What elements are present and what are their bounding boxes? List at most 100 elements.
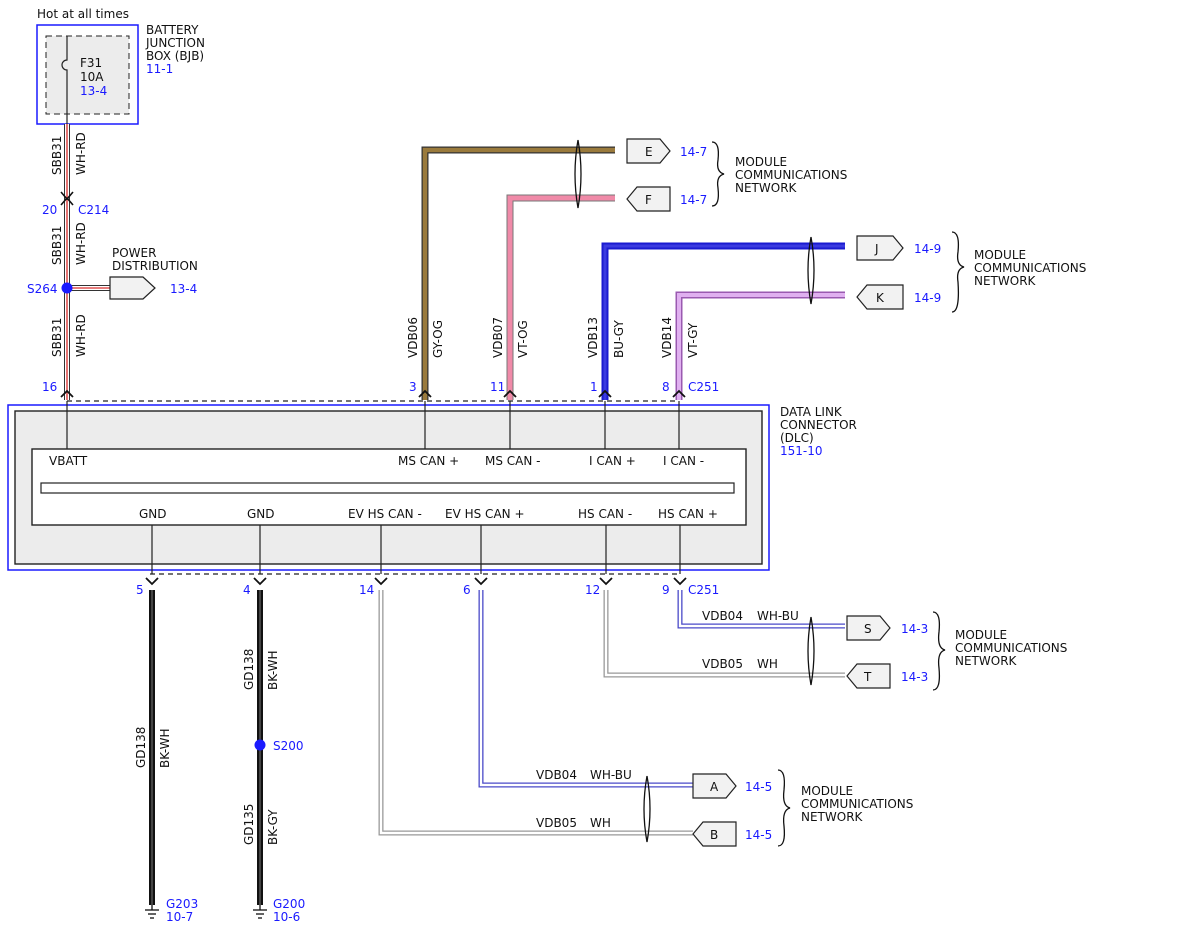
g200-label: G200 xyxy=(273,897,305,911)
dlc-title-line-2: CONNECTOR xyxy=(780,418,857,432)
target-b-id: B xyxy=(710,828,718,842)
target-a-ref: 14-5 xyxy=(745,780,772,794)
g200-ref: 10-6 xyxy=(273,910,300,924)
c214-pin: 20 xyxy=(42,203,57,217)
wire-vdb07-vt-og xyxy=(506,194,615,400)
dlc-outline xyxy=(7,404,770,571)
data-link-connector xyxy=(7,400,770,575)
mcn-jk-line-2: COMMUNICATIONS xyxy=(974,261,1086,275)
vdb06-label: VDB06 xyxy=(406,317,420,358)
mcn-ab-line-1: MODULE xyxy=(801,784,853,798)
pin-label-hs-can-plus: HS CAN + xyxy=(658,507,718,521)
vdb07-label: VDB07 xyxy=(491,317,505,358)
wh-bu-ab-label: WH-BU xyxy=(590,768,632,782)
pin-label-hs-can-minus: HS CAN - xyxy=(578,507,632,521)
gd135-label: GD135 xyxy=(242,804,256,845)
wh-ab-label: WH xyxy=(590,816,611,830)
mcn-ef-line-1: MODULE xyxy=(735,155,787,169)
target-j-ref: 14-9 xyxy=(914,242,941,256)
pin-num-6: 6 xyxy=(463,583,471,597)
bu-gy-label: BU-GY xyxy=(612,320,626,358)
vt-gy-label: VT-GY xyxy=(686,322,700,358)
pin-label-ms-can-minus: MS CAN - xyxy=(485,454,541,468)
mcn-jk-line-3: NETWORK xyxy=(974,274,1037,288)
gy-og-label: GY-OG xyxy=(431,320,445,358)
pin-num-8: 8 xyxy=(662,380,670,394)
power-distribution-ref: 13-4 xyxy=(170,282,197,296)
pin-label-i-can-minus: I CAN - xyxy=(663,454,704,468)
pin-label-gnd-4: GND xyxy=(247,507,275,521)
pin-num-3: 3 xyxy=(409,380,417,394)
target-f-id: F xyxy=(645,193,652,207)
bjb-title-line-2: JUNCTION xyxy=(145,36,205,50)
target-f: F 14-7 xyxy=(626,186,707,212)
battery-junction-box: F31 10A 13-4 BATTERY JUNCTION BOX (BJB) … xyxy=(36,23,205,125)
target-e-ref: 14-7 xyxy=(680,145,707,159)
target-k: K 14-9 xyxy=(856,284,941,310)
target-t-ref: 14-3 xyxy=(901,670,928,684)
target-j: J 14-9 xyxy=(856,235,941,261)
wh-rd-label-1: WH-RD xyxy=(74,132,88,175)
bjb-outline xyxy=(36,24,139,125)
pin-num-14: 14 xyxy=(359,583,374,597)
brace-ab xyxy=(777,769,791,847)
power-wire-sbb31 xyxy=(64,124,110,400)
target-k-ref: 14-9 xyxy=(914,291,941,305)
s200-splice-dot xyxy=(254,739,266,751)
wire-hs-can-plus-vdb04 xyxy=(677,590,845,629)
c251-top-label: C251 xyxy=(688,380,719,394)
dlc-title-line-1: DATA LINK xyxy=(780,405,843,419)
vt-og-label: VT-OG xyxy=(516,320,530,358)
pin-num-9: 9 xyxy=(662,583,670,597)
dlc-slot xyxy=(40,482,735,494)
s264-splice-dot xyxy=(61,282,73,294)
power-distribution-line-2: DISTRIBUTION xyxy=(112,259,198,273)
mcn-st-line-3: NETWORK xyxy=(955,654,1018,668)
dlc-title-line-3: (DLC) xyxy=(780,431,814,445)
pin-label-ev-hs-can-plus: EV HS CAN + xyxy=(445,507,525,521)
mcn-ab-line-2: COMMUNICATIONS xyxy=(801,797,913,811)
pin-label-vbatt: VBATT xyxy=(49,454,88,468)
target-s: S 14-3 xyxy=(846,615,928,641)
target-e: E 14-7 xyxy=(626,138,707,164)
twist-symbol-ab xyxy=(643,775,651,843)
vdb04-ab-label: VDB04 xyxy=(536,768,577,782)
wh-st-label: WH xyxy=(757,657,778,671)
target-t-id: T xyxy=(863,670,872,684)
bjb-ref: 11-1 xyxy=(146,62,173,76)
target-b: B 14-5 xyxy=(692,821,772,847)
gd138-label-g203: GD138 xyxy=(134,727,148,768)
pin-label-i-can-plus: I CAN + xyxy=(589,454,636,468)
sbb31-label-1: SBB31 xyxy=(50,136,64,175)
mcn-ef-line-3: NETWORK xyxy=(735,181,798,195)
brace-jk xyxy=(951,231,965,313)
target-e-id: E xyxy=(645,145,653,159)
ground-symbol-g203 xyxy=(145,905,159,919)
target-k-id: K xyxy=(876,291,885,305)
target-a: A 14-5 xyxy=(692,773,772,799)
wire-ev-hs-can-minus-vdb05 xyxy=(378,590,693,836)
fuse-symbol xyxy=(61,36,68,124)
power-distribution-line-1: POWER xyxy=(112,246,156,260)
vdb05-st-label: VDB05 xyxy=(702,657,743,671)
bjb-inner xyxy=(45,35,130,115)
pin-num-16: 16 xyxy=(42,380,57,394)
target-t: T 14-3 xyxy=(846,663,928,689)
twist-symbol-st xyxy=(807,616,815,686)
bk-wh-label-g200: BK-WH xyxy=(266,650,280,690)
ground-symbol-g200 xyxy=(253,905,267,919)
target-s-ref: 14-3 xyxy=(901,622,928,636)
fuse-id: F31 xyxy=(80,56,102,70)
power-distribution-flag xyxy=(109,276,156,300)
twist-symbol-jk xyxy=(807,236,815,305)
wire-vdb13-bu-gy xyxy=(601,242,845,400)
pin-label-ev-hs-can-minus: EV HS CAN - xyxy=(348,507,422,521)
wire-hs-can-minus-vdb05 xyxy=(603,590,845,678)
bjb-title-line-1: BATTERY xyxy=(146,23,199,37)
sbb31-label-2: SBB31 xyxy=(50,226,64,265)
pin-label-gnd-5: GND xyxy=(139,507,167,521)
target-a-id: A xyxy=(710,780,719,794)
wire-vdb06-gy-og xyxy=(421,146,615,400)
bk-wh-label-g203: BK-WH xyxy=(158,728,172,768)
